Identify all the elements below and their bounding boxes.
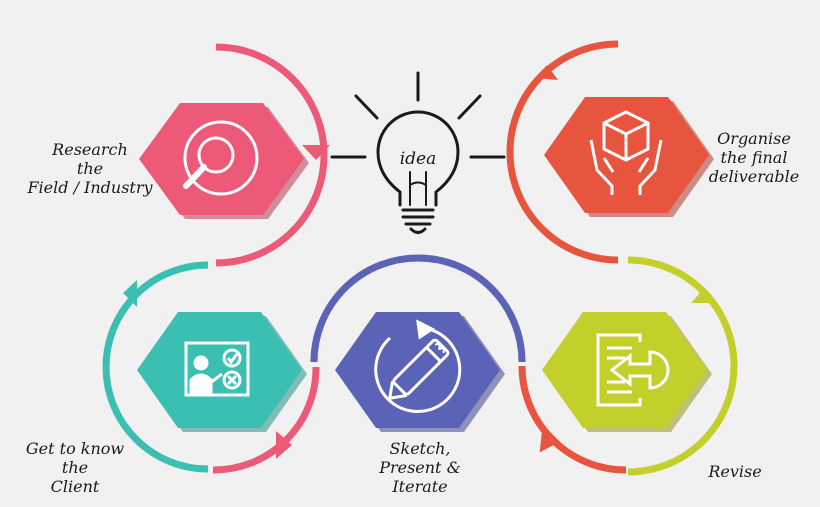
bulb-glass xyxy=(376,110,460,207)
idea-bulb: idea xyxy=(330,71,506,234)
label-sketch-line: Present & xyxy=(379,458,461,477)
label-sketch: Sketch, Present & Iterate xyxy=(360,439,480,496)
step-client-hexagon xyxy=(137,312,307,432)
bulb-filament xyxy=(409,171,427,206)
arrow-orange-bottom xyxy=(539,424,560,453)
arrow-lime-right xyxy=(691,288,716,303)
label-revise: Revise xyxy=(690,462,780,481)
label-research-line: Research xyxy=(52,140,128,159)
label-organise-line: deliverable xyxy=(708,167,800,186)
box-hands-icon xyxy=(589,110,663,195)
magnifier-icon xyxy=(183,120,259,196)
label-organise-line: Organise xyxy=(717,129,791,148)
document-revise-icon xyxy=(596,333,670,407)
label-research: Research the Field / Industry xyxy=(20,140,160,197)
step-organise-hexagon xyxy=(544,97,714,217)
label-sketch-line: Iterate xyxy=(392,477,448,496)
step-sketch-hexagon xyxy=(335,312,505,432)
arrow-pink-top xyxy=(302,145,330,160)
label-revise-line: Revise xyxy=(708,462,762,481)
bulb-rays xyxy=(330,71,506,159)
arc-orange-top xyxy=(506,40,619,264)
arc-blue-bottom xyxy=(310,254,526,363)
label-organise: Organise the final deliverable xyxy=(695,129,813,186)
presentation-board-icon xyxy=(184,341,250,397)
label-organise-line: the final xyxy=(720,148,788,167)
label-client-line: Get to know xyxy=(25,439,125,458)
label-client: Get to know the Client xyxy=(8,439,142,496)
label-sketch-line: Sketch, xyxy=(389,439,451,458)
arrow-pink-bottom xyxy=(276,431,292,459)
label-client-line: the xyxy=(61,458,89,477)
flow-arrows xyxy=(123,65,716,459)
arc-pink-top xyxy=(215,43,328,267)
arrow-orange-top xyxy=(535,65,558,80)
arc-lime-right xyxy=(627,256,738,476)
arc-teal-left xyxy=(102,261,209,473)
label-research-line: Field / Industry xyxy=(27,178,153,197)
step-revise-hexagon xyxy=(542,312,712,432)
label-research-line: the xyxy=(76,159,104,178)
sketch-pencil-cycle-icon xyxy=(374,319,462,414)
bulb-word: idea xyxy=(400,149,437,169)
step-research-hexagon xyxy=(139,103,309,219)
label-client-line: Client xyxy=(50,477,100,496)
arrow-teal-left xyxy=(123,280,137,307)
